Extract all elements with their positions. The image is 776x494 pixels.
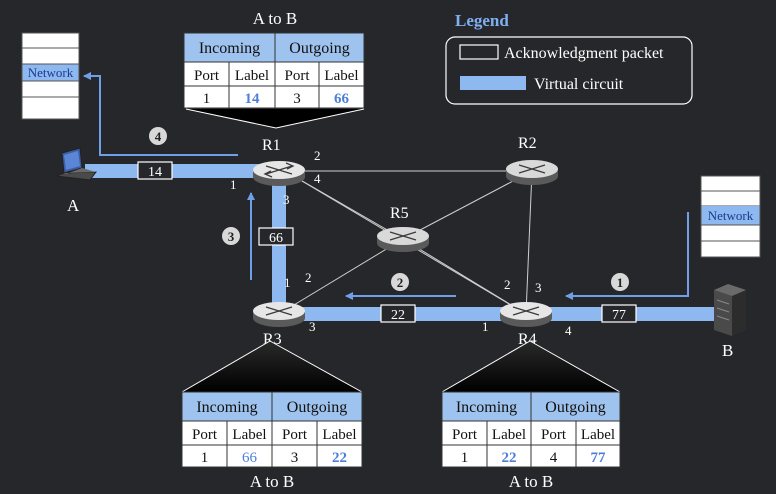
table-r1-incoming: Incoming xyxy=(199,40,260,57)
table-r4-incoming: Incoming xyxy=(456,399,517,416)
legend-title: Legend xyxy=(455,11,509,30)
virtual-circuit-swatch xyxy=(460,76,526,90)
router-r3 xyxy=(253,302,305,327)
router-r5 xyxy=(377,227,429,252)
port-r3-r1: 1 xyxy=(284,275,291,290)
step-1-label: 1 xyxy=(617,275,624,290)
port-r4-r2: 3 xyxy=(535,280,542,295)
packet-14-label: 14 xyxy=(148,165,162,180)
router-r1-icon xyxy=(263,162,295,178)
network-stack-a-label: Network xyxy=(28,65,74,80)
ack-arrows xyxy=(83,72,689,300)
legend: Legend Acknowledgment packet Virtual cir… xyxy=(445,11,693,105)
packet-66: 66 xyxy=(258,227,294,246)
table-r4-col-1: Label xyxy=(492,427,526,443)
host-a-laptop-icon xyxy=(55,147,98,181)
table-r4-outgoing: Outgoing xyxy=(545,399,605,416)
link-r2-r5 xyxy=(402,170,533,240)
table-r3-col-1: Label xyxy=(232,427,266,443)
legend-vc-label: Virtual circuit xyxy=(534,76,624,93)
table-r4-title: A to B xyxy=(509,472,553,491)
arrow-step-1 xyxy=(565,212,689,300)
table-r4-col-3: Label xyxy=(581,427,615,443)
host-b-server-icon xyxy=(714,284,746,336)
port-r1-a: 1 xyxy=(230,177,237,192)
host-a-label: A xyxy=(67,196,80,215)
router-r4 xyxy=(500,302,552,327)
table-r3-val-3: 22 xyxy=(332,450,347,466)
table-r1-pointer xyxy=(186,109,364,128)
link-r5-r3 xyxy=(278,238,404,315)
table-r3: Incoming Outgoing Port Label Port Label … xyxy=(181,340,363,491)
table-r4-val-1: 22 xyxy=(502,450,517,466)
step-3-label: 3 xyxy=(228,229,235,244)
table-r3-incoming: Incoming xyxy=(196,399,257,416)
link-r2-r4 xyxy=(525,170,533,315)
table-r3-val-1: 66 xyxy=(242,450,258,466)
host-b-label: B xyxy=(722,341,733,360)
arrow-step-4 xyxy=(83,72,238,156)
table-r4-col-0: Port xyxy=(452,427,478,443)
table-r1-val-3: 66 xyxy=(334,91,350,107)
port-r1-r3: 3 xyxy=(283,192,290,207)
step-2-label: 2 xyxy=(397,275,404,290)
table-r4-val-0: 1 xyxy=(461,450,469,466)
packet-66-label: 66 xyxy=(269,231,283,246)
step-3-circle xyxy=(222,227,240,245)
packet-22: 22 xyxy=(380,304,416,323)
router-r1 xyxy=(253,161,305,186)
router-r1-label: R1 xyxy=(262,137,281,154)
table-r3-val-0: 1 xyxy=(201,450,209,466)
table-r4-val-3: 77 xyxy=(591,450,607,466)
table-r1-val-2: 3 xyxy=(293,91,301,107)
table-r3-col-0: Port xyxy=(192,427,218,443)
ack-packet-swatch xyxy=(459,44,499,60)
table-r4-col-2: Port xyxy=(541,427,567,443)
legend-ack-label: Acknowledgment packet xyxy=(504,45,664,62)
network-stack-b-label: Network xyxy=(708,208,754,223)
port-r4-r5: 2 xyxy=(504,277,511,292)
port-r3-r5: 2 xyxy=(305,270,312,285)
table-r1-col-2: Port xyxy=(284,68,310,84)
router-r2 xyxy=(506,160,558,185)
network-stack-a: Network xyxy=(21,32,80,120)
table-r4: Incoming Outgoing Port Label Port Label … xyxy=(441,340,621,491)
table-r1-outgoing: Outgoing xyxy=(289,40,349,57)
table-r1-col-1: Label xyxy=(235,68,269,84)
step-markers: 1 2 3 4 xyxy=(149,127,629,291)
step-4-label: 4 xyxy=(155,129,162,144)
packet-22-label: 22 xyxy=(391,308,405,323)
port-r4-r3: 1 xyxy=(482,319,489,334)
table-r3-title: A to B xyxy=(250,472,294,491)
packet-77: 77 xyxy=(601,304,637,323)
table-r4-val-2: 4 xyxy=(550,450,558,466)
table-r3-pointer xyxy=(182,341,362,392)
packet-77-label: 77 xyxy=(612,308,626,323)
table-r1-val-1: 14 xyxy=(245,91,261,107)
circuit-a-r1 xyxy=(85,164,285,178)
port-r3-r4: 3 xyxy=(309,319,316,334)
table-r1-col-0: Port xyxy=(194,68,220,84)
packet-14: 14 xyxy=(137,161,173,180)
port-r1-r2: 2 xyxy=(314,148,321,163)
port-r4-b: 4 xyxy=(565,323,572,338)
port-r1-r5: 4 xyxy=(314,171,321,186)
table-r1-col-3: Label xyxy=(324,68,358,84)
table-r1-title: A to B xyxy=(253,9,297,28)
table-r3-outgoing: Outgoing xyxy=(287,399,347,416)
router-r2-label: R2 xyxy=(518,135,537,152)
router-r5-label: R5 xyxy=(390,205,409,222)
table-r3-val-2: 3 xyxy=(291,450,299,466)
table-r3-col-3: Label xyxy=(322,427,356,443)
table-r3-col-2: Port xyxy=(282,427,308,443)
legend-box xyxy=(445,36,693,105)
step-4-circle xyxy=(149,127,167,145)
step-2-circle xyxy=(391,273,409,291)
network-stack-b: Network xyxy=(700,175,761,258)
step-1-circle xyxy=(611,273,629,291)
table-r1: A to B Incoming Outgoing Port Label Port… xyxy=(183,9,365,129)
table-r1-val-0: 1 xyxy=(203,91,211,107)
table-r4-pointer xyxy=(442,341,620,392)
